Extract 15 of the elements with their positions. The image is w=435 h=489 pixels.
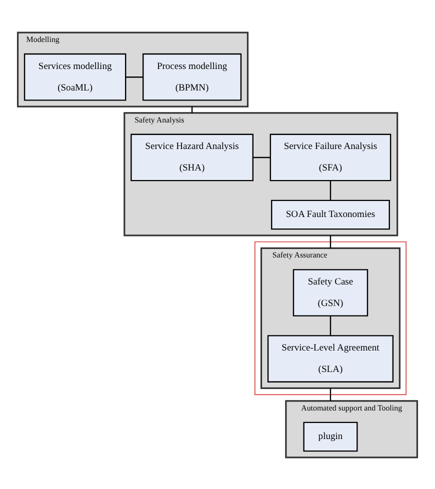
connector [253,156,270,158]
connector [126,76,143,78]
connector [330,316,332,336]
node-box: SOA Fault Taxonomies [271,199,390,230]
node-box: Service-Level Agreement (SLA) [267,334,394,382]
connector [330,180,332,200]
connector [330,388,332,400]
connector [330,234,332,248]
node-box: Service Hazard Analysis (SHA) [130,133,254,181]
node-box: plugin [303,421,358,452]
node-box: Process modelling (BPMN) [142,52,242,100]
node-box: Service Failure Analysis (SFA) [270,133,392,181]
cluster [254,240,407,395]
node-box: Services modelling (SoaML) [24,52,126,100]
node-box: Safety Case (GSN) [292,268,368,316]
